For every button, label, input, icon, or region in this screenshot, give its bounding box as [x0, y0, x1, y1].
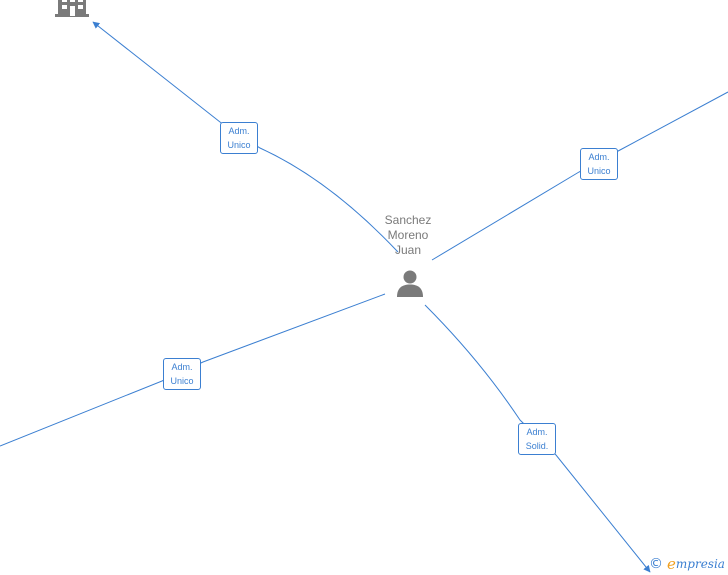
edge-label-top-right[interactable]: Adm. Unico [580, 148, 618, 180]
person-name-line-1: Sanchez [384, 213, 432, 227]
edge-label-role: Adm. [228, 126, 250, 136]
brand-watermark: © e mpresia [649, 555, 725, 573]
edge-label-top-left[interactable]: Adm. Unico [220, 122, 258, 154]
edge-label-bottom-left[interactable]: Adm. Unico [163, 358, 201, 390]
edge-label-role-type: Solid. [525, 441, 549, 451]
edge-label-bottom-right[interactable]: Adm. Solid. [518, 423, 556, 455]
person-name[interactable]: Sanchez Moreno Juan [368, 213, 448, 258]
edge-label-role: Adm. [588, 152, 610, 162]
person-name-line-3: Juan [394, 243, 422, 257]
edge-bottom-right [424, 304, 651, 573]
brand-logo-initial: e [667, 555, 676, 573]
edge-label-role-type: Unico [227, 140, 251, 150]
person-icon[interactable] [395, 268, 425, 298]
edge-label-role-type: Unico [587, 166, 611, 176]
edge-label-role: Adm. [171, 362, 193, 372]
edge-top-left [92, 21, 399, 253]
person-name-line-2: Moreno [387, 228, 429, 242]
copyright-icon: © [649, 556, 663, 572]
edge-label-role-type: Unico [170, 376, 194, 386]
edge-label-role: Adm. [526, 427, 548, 437]
building-icon[interactable] [55, 0, 89, 18]
brand-logo-name: mpresia [675, 557, 725, 571]
